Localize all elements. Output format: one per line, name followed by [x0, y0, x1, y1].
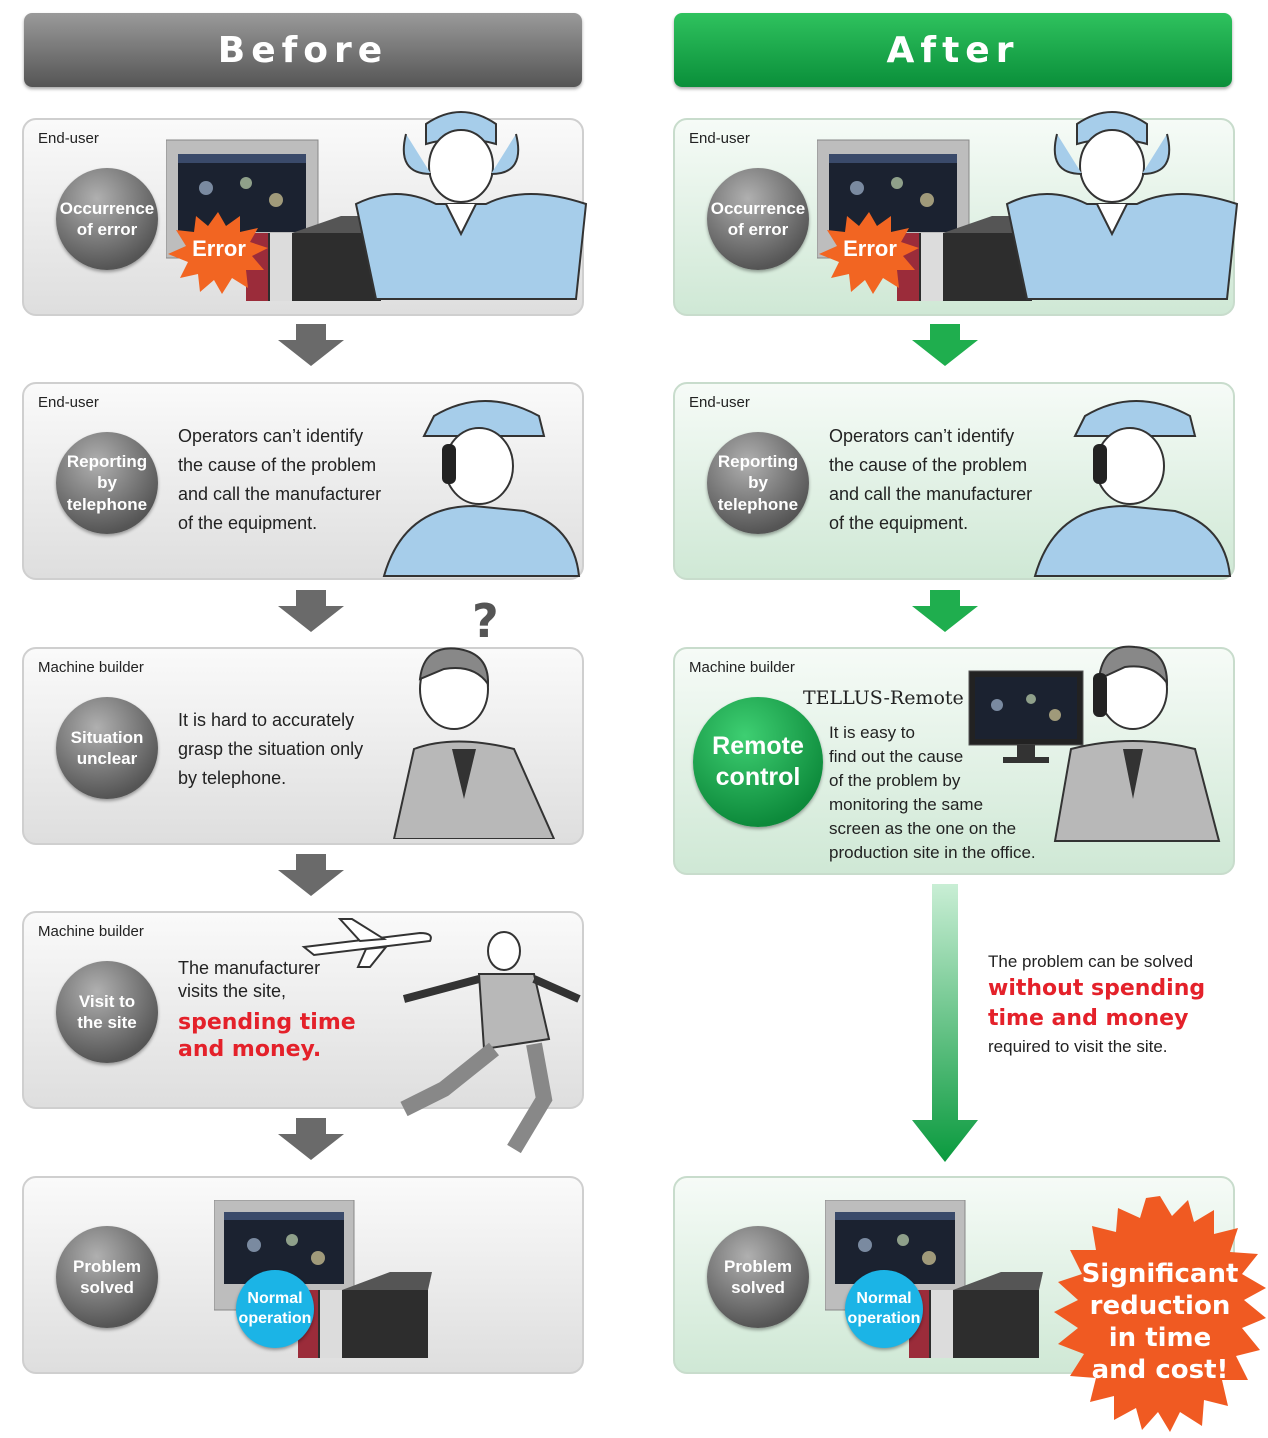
step-role: Machine builder	[689, 659, 795, 676]
note-line-2: required to visit the site.	[988, 1037, 1168, 1056]
monitor-illustration	[968, 670, 1084, 763]
step-role: Machine builder	[38, 923, 144, 940]
error-label: Error	[192, 236, 246, 261]
step-role: End-user	[689, 130, 750, 147]
down-arrow	[278, 324, 344, 366]
down-arrow	[278, 854, 344, 896]
before-header: Before	[24, 13, 582, 87]
reduction-burst	[1054, 1196, 1266, 1432]
phone-worker-illustration	[1033, 400, 1232, 577]
worried-worker-illustration	[354, 111, 588, 300]
error-burst	[819, 212, 919, 294]
product-name: TELLUS-Remote	[803, 687, 964, 709]
error-label: Error	[843, 236, 897, 261]
step-role: End-user	[38, 394, 99, 411]
hmi-and-plc-illustration	[825, 1200, 1043, 1358]
step-role: Machine builder	[38, 659, 144, 676]
builder-on-phone-illustration	[1053, 645, 1221, 842]
after-header: After	[674, 13, 1232, 87]
hmi-and-plc-illustration	[166, 139, 386, 301]
savings-note: The problem can be solved without spendi…	[988, 950, 1260, 1060]
note-line-1: The problem can be solved	[988, 952, 1194, 971]
step-role: End-user	[38, 130, 99, 147]
long-down-arrow	[912, 884, 978, 1162]
error-burst	[168, 212, 268, 294]
down-arrow	[278, 590, 344, 632]
worried-worker-illustration	[1005, 111, 1239, 300]
confused-builder-illustration	[392, 647, 556, 839]
question-mark: ?	[472, 594, 499, 648]
airplane-icon	[301, 918, 432, 968]
down-arrow	[912, 324, 978, 366]
step-role: End-user	[689, 394, 750, 411]
down-arrow	[912, 590, 978, 632]
phone-worker-illustration	[382, 400, 581, 577]
running-builder-illustration	[400, 931, 581, 1154]
down-arrow	[278, 1118, 344, 1160]
